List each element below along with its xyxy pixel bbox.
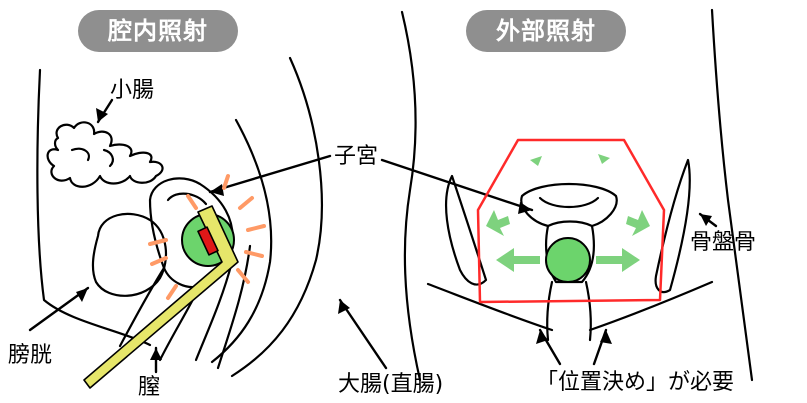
arrow-large-intestine	[338, 298, 388, 370]
pelvic-floor-left	[426, 282, 554, 332]
sacrum-curve-outer	[230, 56, 323, 378]
arrow-uterus-right	[380, 158, 534, 212]
canal-right	[584, 280, 592, 342]
right-panel-drawing	[400, 8, 754, 382]
bladder-shape	[91, 212, 167, 297]
body-outline-right-left	[400, 10, 422, 382]
title-external: 外部照射	[466, 10, 626, 52]
vaginal-wall-front	[118, 266, 166, 348]
rectum-back	[216, 244, 252, 370]
left-panel-drawing	[28, 56, 718, 378]
small-intestine	[46, 121, 164, 188]
title-intracavitary: 腔内照射	[78, 10, 238, 52]
small-intestine-inner	[70, 147, 114, 168]
radiation-rays	[148, 174, 266, 300]
radiation-field	[476, 138, 666, 304]
pointer-arrows	[28, 98, 718, 374]
label-bladder: 膀胱	[8, 343, 53, 368]
label-small-intestine: 小腸	[110, 78, 155, 103]
pelvic-bone-left	[445, 174, 488, 286]
canal-left	[546, 280, 554, 342]
uterus-inner-line	[166, 192, 208, 206]
sacrum-curve-inner	[210, 118, 273, 364]
uterus-right-inner	[538, 196, 600, 228]
body-outline-right-right	[710, 8, 754, 382]
rectum-front	[194, 260, 234, 362]
pelvic-floor-right	[588, 280, 714, 332]
label-uterus: 子宮	[334, 144, 379, 169]
label-vagina: 膣	[138, 375, 161, 400]
label-pelvic-bone: 骨盤骨	[690, 230, 757, 255]
label-positioning-note: 「位置決め」が必要	[536, 370, 735, 395]
applicator	[83, 205, 239, 389]
tumor-right	[545, 237, 591, 283]
arrow-uterus-left	[208, 154, 332, 194]
label-large-intestine: 大腸(直腸)	[338, 372, 444, 397]
field-arrows	[486, 154, 650, 272]
body-outline-left	[36, 68, 152, 347]
arrowheads	[76, 108, 712, 360]
